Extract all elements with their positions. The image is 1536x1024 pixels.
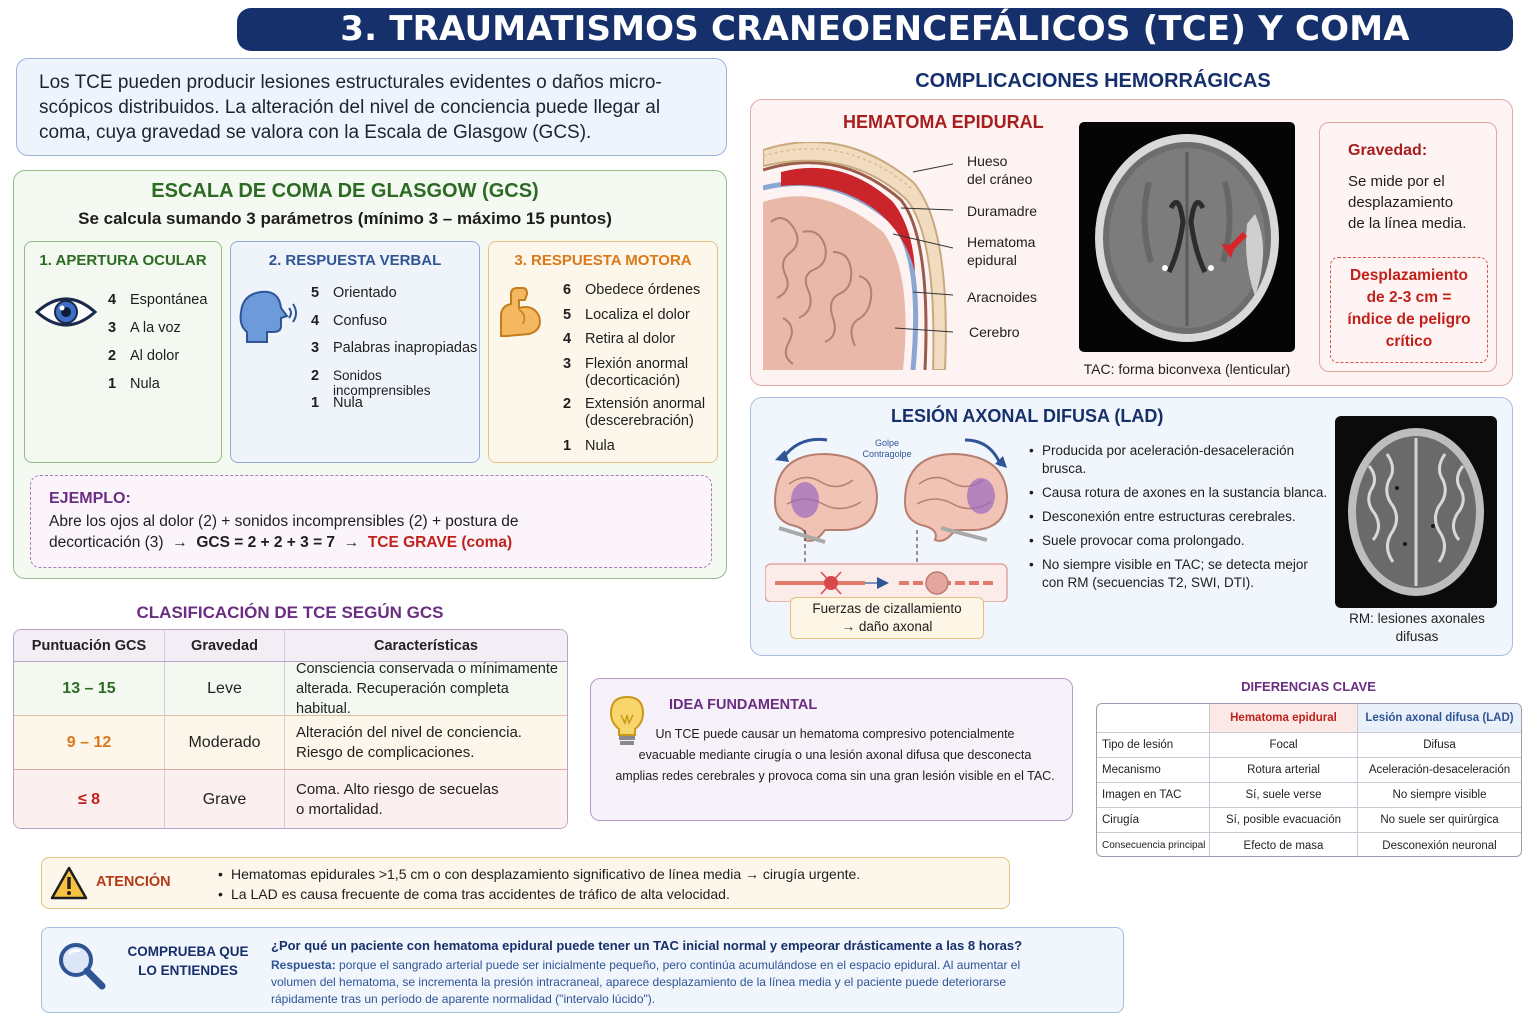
epidural-title: HEMATOMA EPIDURAL xyxy=(843,112,1044,132)
critical-threshold-box: Desplazamiento de 2-3 cm = índice de pel… xyxy=(1330,257,1488,363)
complications-title: COMPLICACIONES HEMORRÁGICAS xyxy=(915,70,1271,92)
warning-heading: ATENCIÓN xyxy=(96,874,171,890)
self-check-answer: Respuesta: porque el sangrado arterial p… xyxy=(271,958,1021,1006)
lightbulb-icon xyxy=(609,695,645,745)
page-title: 3. TRAUMATISMOS CRANEOENCEFÁLICOS (TCE) … xyxy=(237,8,1513,51)
mri-image xyxy=(1335,416,1497,608)
table-row: Imagen en TAC Sí, suele verse No siempre… xyxy=(1097,783,1521,808)
key-idea-heading: IDEA FUNDAMENTAL xyxy=(669,697,818,713)
flexed-arm-icon xyxy=(500,287,541,337)
intro-line: Los TCE pueden producir lesiones estruct… xyxy=(39,72,662,93)
ct-scan-image xyxy=(1079,122,1295,352)
glasgow-subtitle: Se calcula sumando 3 parámetros (mínimo … xyxy=(78,209,612,228)
glasgow-panel: ESCALA DE COMA DE GLASGOW (GCS) Se calcu… xyxy=(13,170,727,579)
lad-title: LESIÓN AXONAL DIFUSA (LAD) xyxy=(891,406,1164,426)
lad-bullet-list: Producida por aceleración-desaceleración… xyxy=(1029,442,1329,598)
example-line: decorticación (3) → GCS = 2 + 2 + 3 = 7 … xyxy=(49,534,513,551)
glasgow-title: ESCALA DE COMA DE GLASGOW (GCS) xyxy=(151,180,539,202)
coup-label: Golpe Contragolpe xyxy=(862,438,912,459)
table-row: Consecuencia principal Efecto de masa De… xyxy=(1097,833,1521,856)
example-heading: EJEMPLO: xyxy=(49,490,131,507)
list-item: La LAD es causa frecuente de coma tras a… xyxy=(218,884,860,904)
self-check-box: COMPRUEBA QUE LO ENTIENDES ¿Por qué un p… xyxy=(41,927,1124,1013)
mri-caption: RM: lesiones axonales difusas xyxy=(1349,611,1485,644)
coup-contrecoup-illustration xyxy=(765,437,1009,602)
shear-forces-box: Fuerzas de cizallamiento → daño axonal xyxy=(790,597,984,639)
skull-cross-section-illustration xyxy=(763,142,953,370)
table-header-row: Puntuación GCS Gravedad Características xyxy=(14,630,567,662)
table-header-row: Hematoma epidural Lesión axonal difusa (… xyxy=(1097,704,1521,733)
severity-box: Gravedad: Se mide por el desplazamiento … xyxy=(1319,122,1497,372)
ocular-title: 1. APERTURA OCULAR xyxy=(39,252,207,269)
label-arachnoid: Aracnoides xyxy=(967,289,1038,305)
label-dura: Duramadre xyxy=(967,203,1038,219)
self-check-question: ¿Por qué un paciente con hematoma epidur… xyxy=(271,938,1023,953)
warning-list: Hematomas epidurales >1,5 cm o con despl… xyxy=(218,864,860,904)
table-row: Cirugía Sí, posible evacuación No suele … xyxy=(1097,808,1521,833)
example-box: EJEMPLO: Abre los ojos al dolor (2) + so… xyxy=(30,475,712,568)
list-item: Desconexión entre estructuras cerebrales… xyxy=(1029,508,1329,526)
label-brain: Cerebro xyxy=(969,324,1020,340)
speaking-head-icon xyxy=(239,290,297,343)
key-idea-box: IDEA FUNDAMENTAL Un TCE puede causar un … xyxy=(590,678,1073,821)
motora-title: 3. RESPUESTA MOTORA xyxy=(514,252,692,269)
intro-box: Los TCE pueden producir lesiones estruct… xyxy=(16,58,727,156)
classification-table: Puntuación GCS Gravedad Características … xyxy=(13,629,568,829)
magnifier-icon xyxy=(59,943,106,990)
warning-box: ATENCIÓN Hematomas epidurales >1,5 cm o … xyxy=(41,857,1010,909)
intro-line: scópicos distribuidos. La alteración del… xyxy=(39,97,661,118)
differences-title: DIFERENCIAS CLAVE xyxy=(1241,679,1376,694)
list-item: Suele provocar coma prolongado. xyxy=(1029,532,1329,550)
list-item: No siempre visible en TAC; se detecta me… xyxy=(1029,556,1329,592)
table-row: 9 – 12 Moderado Alteración del nivel de … xyxy=(14,716,567,770)
table-row: 13 – 15 Leve Consciencia conservada o mí… xyxy=(14,661,567,717)
table-row: Mecanismo Rotura arterial Aceleración-de… xyxy=(1097,758,1521,783)
list-item: Hematomas epidurales >1,5 cm o con despl… xyxy=(218,864,860,884)
list-item: Producida por aceleración-desaceleración… xyxy=(1029,442,1329,478)
list-item: Causa rotura de axones en la sustancia b… xyxy=(1029,484,1329,502)
warning-icon xyxy=(50,866,88,900)
lad-panel: LESIÓN AXONAL DIFUSA (LAD) Golpe Contrag… xyxy=(750,397,1513,656)
example-line: Abre los ojos al dolor (2) + sonidos inc… xyxy=(49,513,519,530)
differences-table: Hematoma epidural Lesión axonal difusa (… xyxy=(1096,703,1522,857)
severity-heading: Gravedad: xyxy=(1348,142,1428,159)
eye-icon xyxy=(35,297,97,327)
verbal-title: 2. RESPUESTA VERBAL xyxy=(268,252,442,269)
severity-text: Se mide por el desplazamiento de la líne… xyxy=(1348,173,1467,232)
key-idea-text: Un TCE puede causar un hematoma compresi… xyxy=(615,727,1055,783)
self-check-heading: COMPRUEBA QUE LO ENTIENDES xyxy=(127,944,249,978)
intro-line: coma, cuya gravedad se valora con la Esc… xyxy=(39,122,592,143)
classification-title: CLASIFICACIÓN DE TCE SEGÚN GCS xyxy=(136,603,444,622)
ct-caption: TAC: forma biconvexa (lenticular) xyxy=(1083,361,1291,377)
table-row: Tipo de lesión Focal Difusa xyxy=(1097,733,1521,758)
